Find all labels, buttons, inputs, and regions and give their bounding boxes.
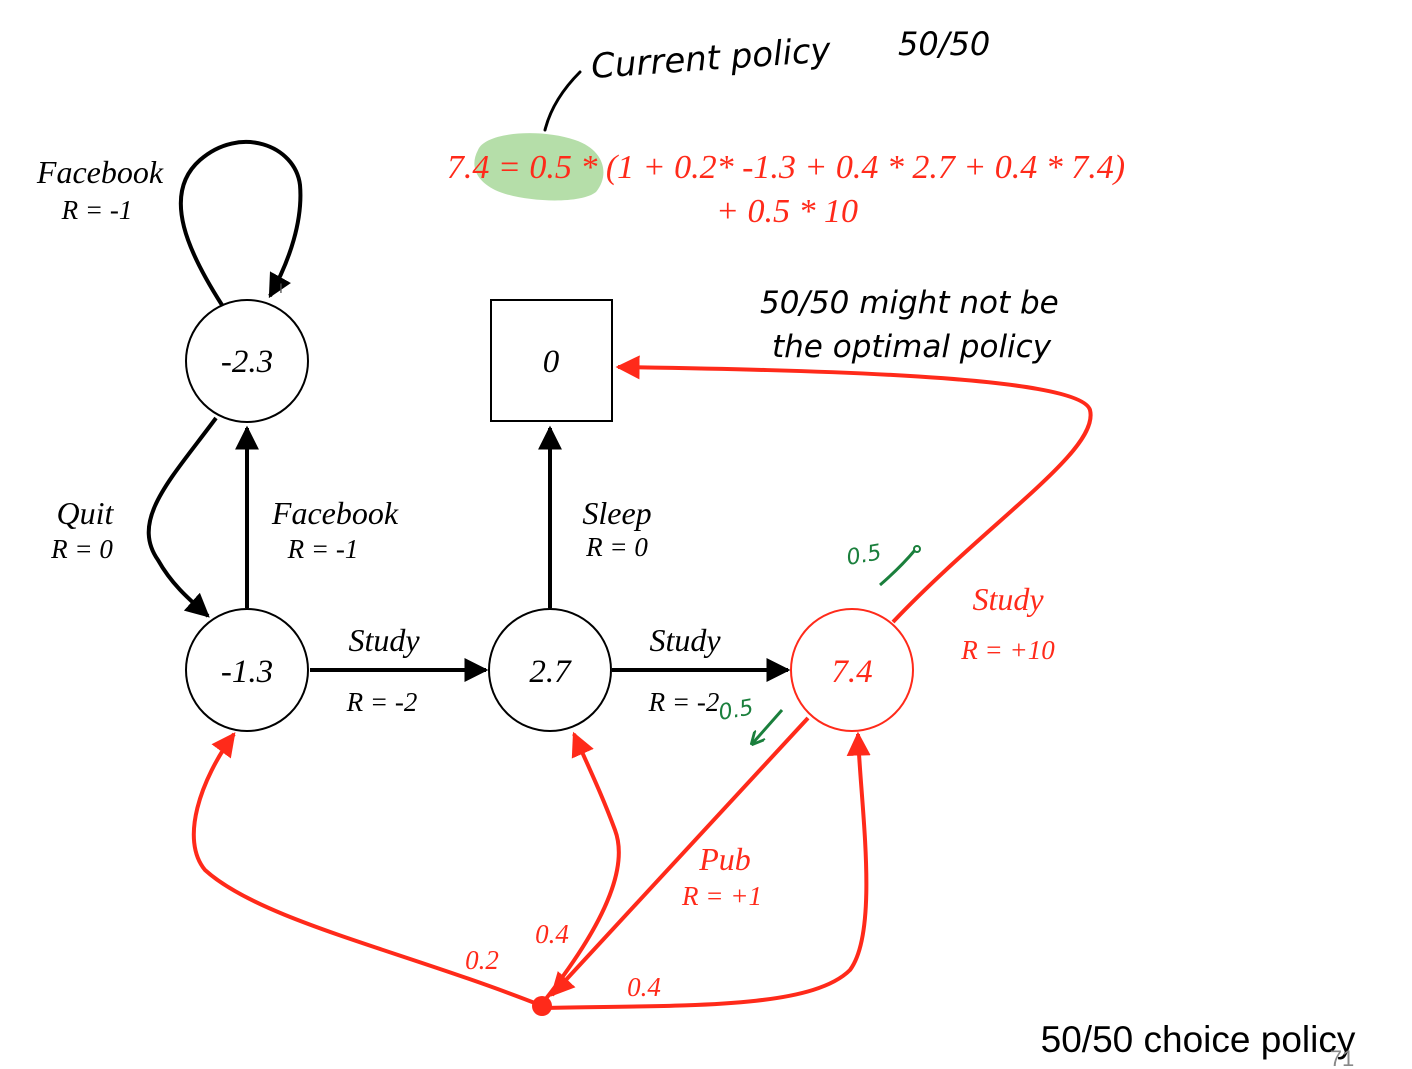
green-dot-study — [913, 545, 921, 553]
fb-state-node — [185, 299, 309, 423]
quit-edge — [146, 416, 218, 618]
pub-edge — [550, 716, 810, 997]
cursor-icon: I — [279, 280, 283, 296]
study3-reward: R = +10 — [960, 635, 1055, 665]
study3-edge — [615, 355, 1093, 624]
facebook-loop-action: Facebook — [36, 154, 164, 190]
green-arrow-study — [879, 549, 917, 587]
class1-node — [185, 608, 309, 732]
equation-line2: + 0.5 * 10 — [716, 193, 858, 230]
facebook-loop-edge — [178, 140, 303, 307]
class2-value: 2.7 — [529, 654, 572, 690]
study2-action: Study — [649, 622, 721, 658]
chance-node — [532, 996, 552, 1016]
page-number: 71 — [1330, 1046, 1354, 1069]
fraction-note: 50/50 — [898, 25, 990, 63]
sleep-node — [490, 299, 613, 422]
sleep-action: Sleep — [582, 495, 651, 531]
study2-reward: R = -2 — [648, 687, 720, 717]
class2-node — [488, 608, 612, 732]
class3-value: 7.4 — [831, 654, 872, 690]
class1-value: -1.3 — [221, 654, 273, 690]
pub-reward: R = +1 — [681, 881, 762, 911]
policy-highlight — [474, 133, 604, 201]
quit-reward: R = 0 — [50, 534, 113, 564]
class3-node — [790, 608, 914, 732]
green-prob-study: 0.5 — [845, 540, 884, 571]
study1-reward: R = -2 — [346, 687, 418, 717]
facebook-reward: R = -1 — [287, 534, 359, 564]
chance-to-class3-edge — [544, 731, 871, 1010]
prob-04a-label: 0.4 — [535, 919, 569, 949]
study1-action: Study — [348, 622, 420, 658]
sleep-value: 0 — [543, 344, 560, 380]
chance-to-class2-edge — [543, 731, 621, 1002]
green-arrow-pub — [752, 709, 784, 744]
equation-highlight-term: 0.5 * — [529, 149, 597, 186]
equation-rest: (1 + 0.2* -1.3 + 0.4 * 2.7 + 0.4 * 7.4) — [606, 149, 1125, 186]
study3-action: Study — [972, 581, 1044, 617]
facebook-loop-reward: R = -1 — [61, 195, 133, 225]
optimal-note-line1: 50/50 might not be — [760, 285, 1059, 321]
fb-state-value: -2.3 — [221, 344, 273, 380]
quit-action: Quit — [57, 495, 115, 531]
chance-to-class1-edge — [191, 732, 541, 1007]
facebook-action: Facebook — [271, 495, 399, 531]
current-policy-note: Current policy — [590, 30, 833, 87]
slide-caption: 50/50 choice policy — [1041, 1019, 1356, 1060]
equation-lhs: 7.4 = — [447, 149, 521, 186]
green-prob-pub: 0.5 — [717, 695, 756, 726]
sleep-reward: R = 0 — [585, 532, 648, 562]
pub-action: Pub — [698, 841, 751, 877]
annotation-pointer — [543, 70, 582, 132]
equation-line1: 7.4 = 0.5 * (1 + 0.2* -1.3 + 0.4 * 2.7 +… — [447, 149, 1125, 186]
optimal-note-line2: the optimal policy — [772, 329, 1052, 365]
prob-02-label: 0.2 — [465, 945, 499, 975]
prob-04b-label: 0.4 — [627, 972, 661, 1002]
